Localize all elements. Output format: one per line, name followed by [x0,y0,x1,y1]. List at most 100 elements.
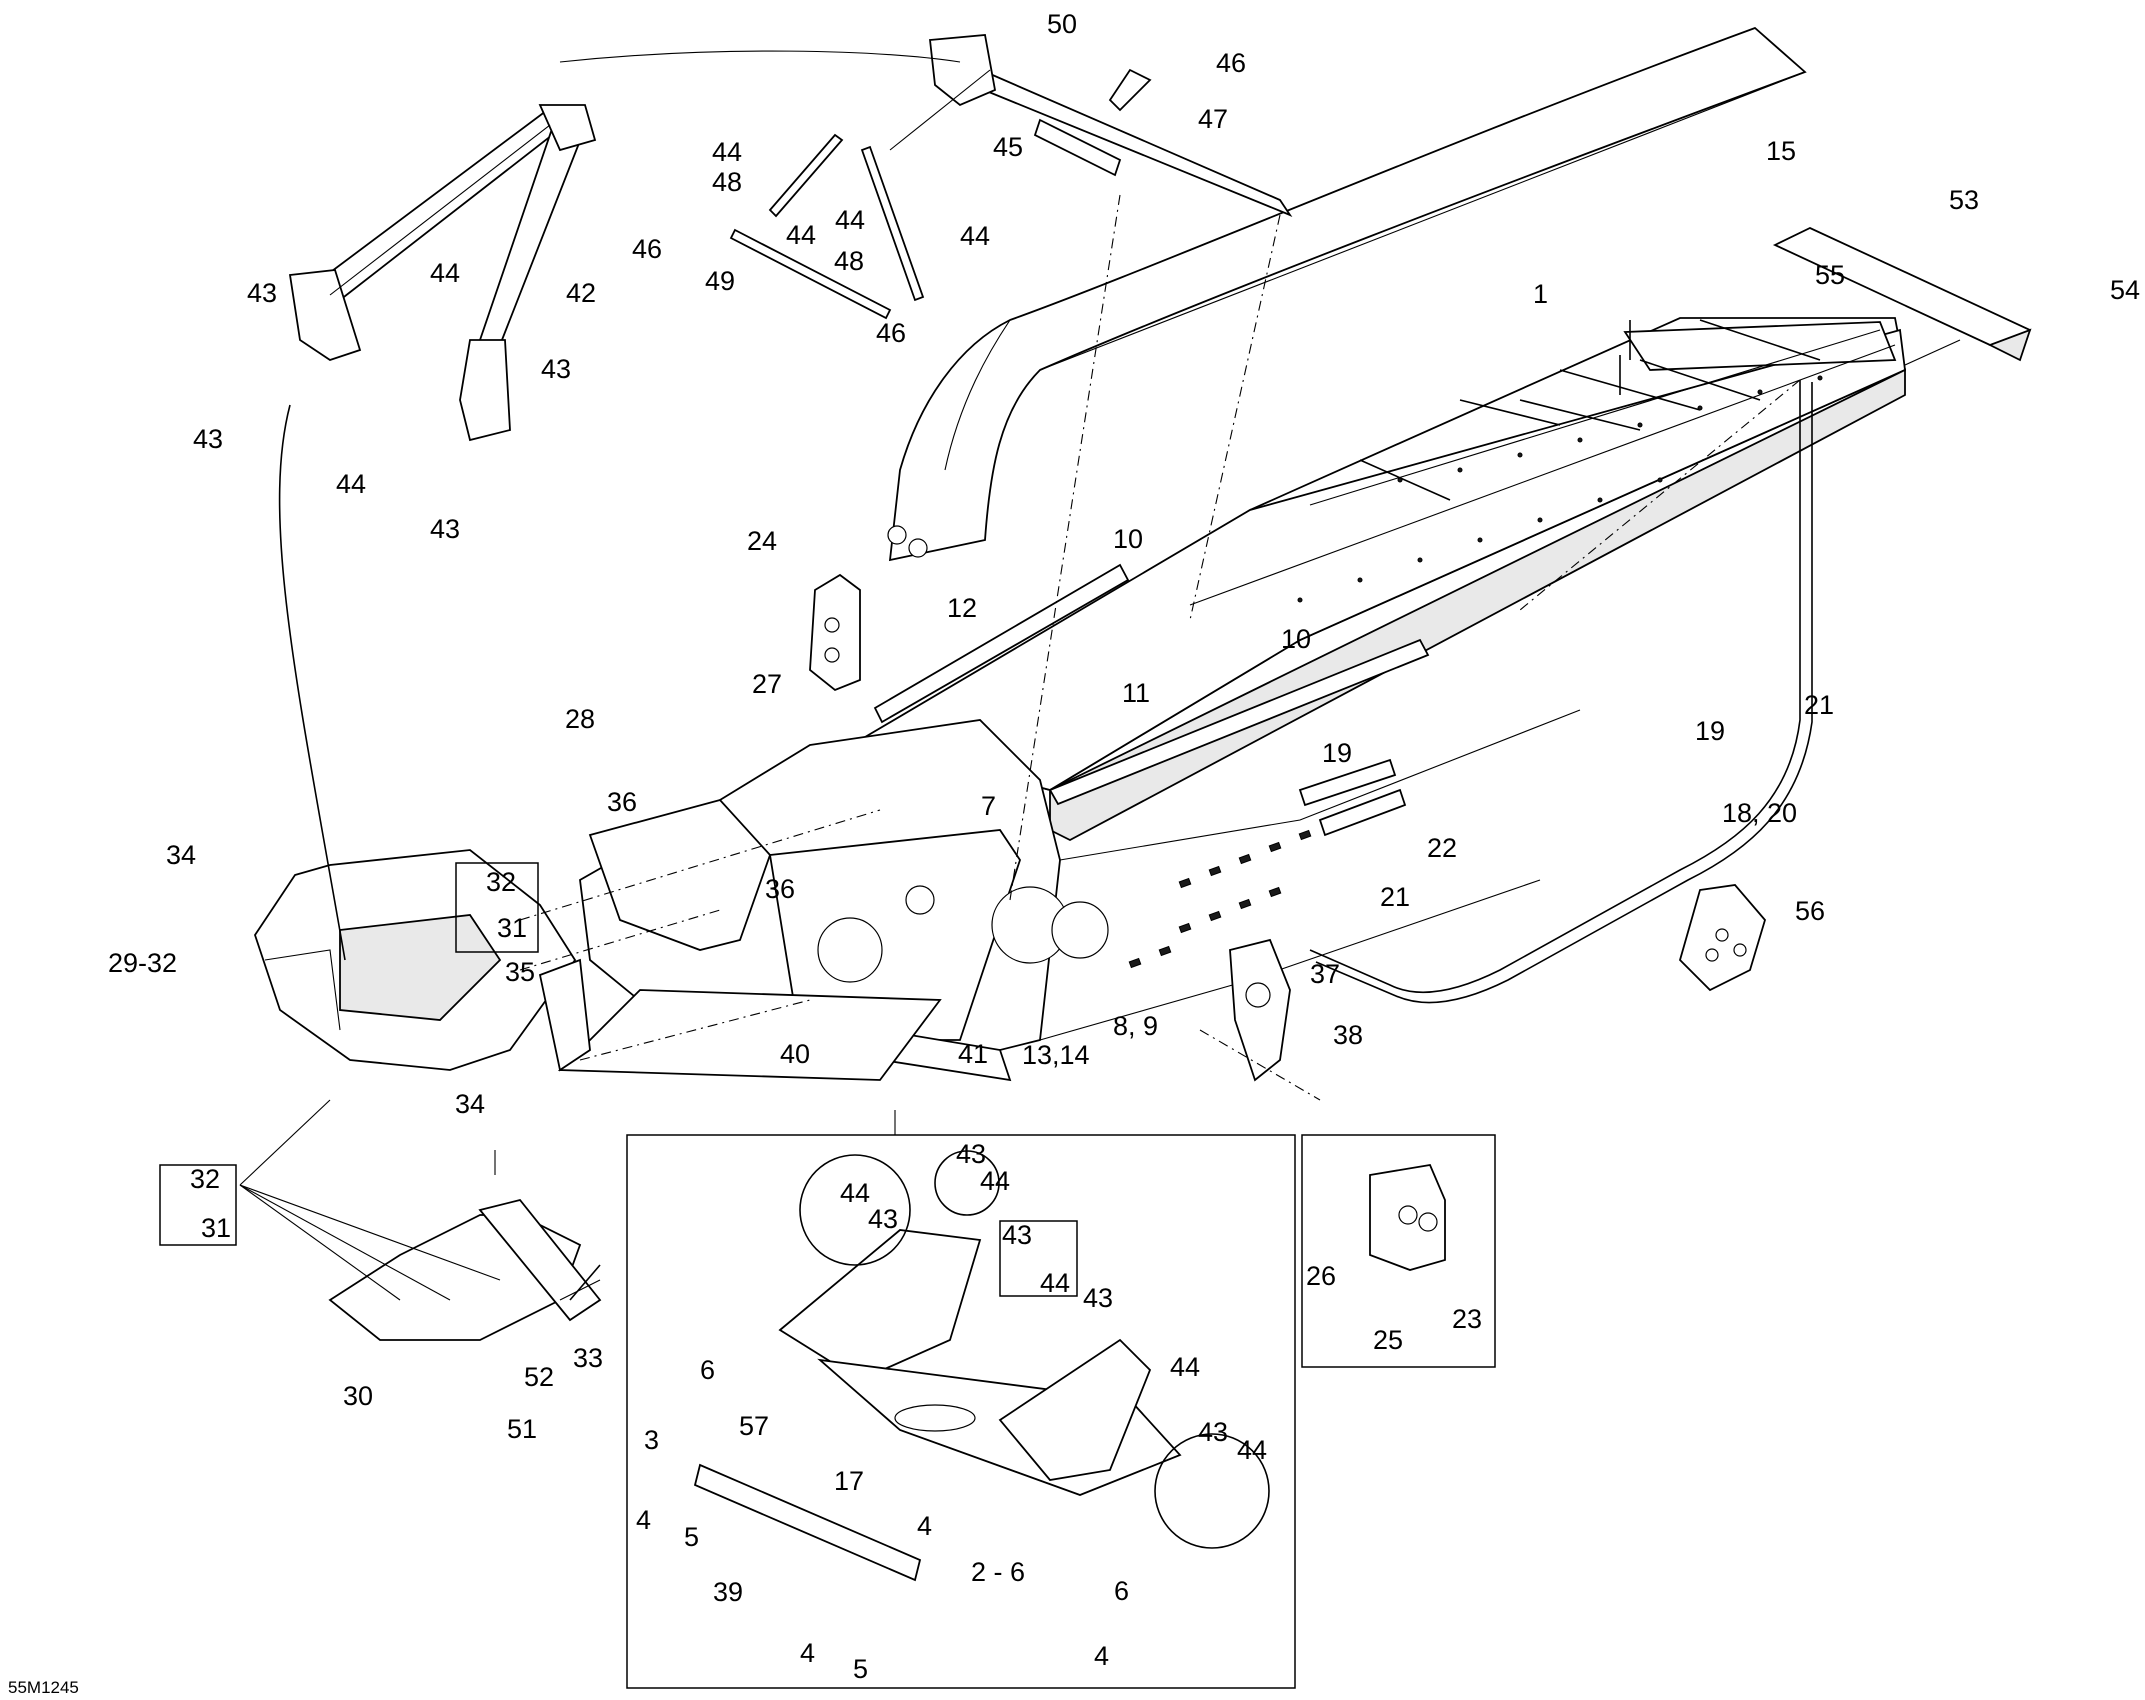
callout-44: 44 [1170,1352,1200,1382]
steering-support-part-42 [288,104,597,442]
callout-44: 44 [960,221,990,251]
callout-50: 50 [1047,9,1077,39]
callout-4: 4 [800,1638,815,1668]
front-frame-bulkhead [557,709,1581,1082]
upper-column-part-45 [929,34,1293,217]
callout-55: 55 [1815,260,1845,290]
callout-6: 6 [1114,1576,1129,1606]
callout-28: 28 [565,704,595,734]
callout-13-14: 13,14 [1022,1040,1090,1070]
callout-10: 10 [1281,624,1311,654]
callout-10: 10 [1113,524,1143,554]
callout-24: 24 [747,526,777,556]
callout-43: 43 [247,278,277,308]
callout-4: 4 [917,1511,932,1541]
callout-54: 54 [2110,275,2140,305]
fastener-box-32-31-a [455,862,539,953]
callout-41: 41 [958,1039,988,1069]
fastener-box-32-31-b [159,1164,237,1246]
callout-47: 47 [1198,104,1228,134]
callout-48: 48 [834,246,864,276]
callout-12: 12 [947,593,977,623]
callout-43: 43 [1083,1283,1113,1313]
callout-44: 44 [712,137,742,167]
tunnel-cover-part-15 [887,26,1807,562]
callout-32: 32 [486,867,516,897]
tie-rods-part-48-49 [729,69,991,320]
bracket-part-37 [1229,938,1291,1082]
callout-44: 44 [786,220,816,250]
callout-27: 27 [752,669,782,699]
callout-45: 45 [993,132,1023,162]
callout-44: 44 [430,258,460,288]
callout-21: 21 [1380,882,1410,912]
callout-38: 38 [1333,1020,1363,1050]
callout-43: 43 [1198,1417,1228,1447]
nose-pan-part-29-32 [254,849,591,1072]
callout-32: 32 [190,1164,220,1194]
callout-46: 46 [876,318,906,348]
callout-43: 43 [956,1139,986,1169]
callout-43: 43 [430,514,460,544]
drawing-code: 55M1245 [8,1678,79,1697]
callout-44: 44 [336,469,366,499]
callout-22: 22 [1427,833,1457,863]
callout-19: 19 [1695,716,1725,746]
leader-lines [239,50,1961,1301]
callout-43: 43 [868,1204,898,1234]
callout-19: 19 [1322,738,1352,768]
detail-box-2-6 [626,1134,1296,1689]
callout-labels: 50 46 47 15 44 48 45 44 44 46 48 44 49 4… [108,9,2140,1684]
rear-bracket-part-53 [1772,227,2032,362]
callout-23: 23 [1452,1304,1482,1334]
detail-box-23-26 [1301,1134,1496,1368]
callout-36: 36 [765,874,795,904]
callout-44: 44 [1040,1268,1070,1298]
callout-5: 5 [684,1522,699,1552]
callout-31: 31 [497,913,527,943]
fastener-box-43-44 [999,1220,1078,1297]
callout-51: 51 [507,1414,537,1444]
callout-36: 36 [607,787,637,817]
callout-33: 33 [573,1343,603,1373]
side-rail-holes [1128,829,1312,969]
callout-35: 35 [505,957,535,987]
callout-43: 43 [1002,1220,1032,1250]
callout-34: 34 [166,840,196,870]
callout-18-20: 18, 20 [1722,798,1797,828]
callout-39: 39 [713,1577,743,1607]
callout-53: 53 [1949,185,1979,215]
callout-46: 46 [1216,48,1246,78]
callout-17: 17 [834,1466,864,1496]
fastener-circle-group-1 [799,1150,1270,1549]
callout-52: 52 [524,1362,554,1392]
callout-37: 37 [1310,959,1340,989]
callout-29-32: 29-32 [108,948,177,978]
callout-48: 48 [712,167,742,197]
callout-42: 42 [566,278,596,308]
callout-11: 11 [1122,678,1150,708]
callout-34: 34 [455,1089,485,1119]
callout-56: 56 [1795,896,1825,926]
callout-25: 25 [1373,1325,1403,1355]
bracket-part-56 [1678,884,1767,992]
callout-6: 6 [700,1355,715,1385]
callout-49: 49 [705,266,735,296]
callout-43: 43 [193,424,223,454]
callout-43: 43 [541,354,571,384]
callout-44: 44 [980,1166,1010,1196]
callout-21: 21 [1804,690,1834,720]
callout-3: 3 [644,1425,659,1455]
callout-26: 26 [1306,1261,1336,1291]
callout-1: 1 [1533,279,1548,309]
rear-bumper-part-18-20 [1309,380,1813,1004]
callout-4: 4 [1094,1641,1109,1671]
callout-46: 46 [632,234,662,264]
belly-pan-part-30 [328,1198,602,1341]
callout-4: 4 [636,1505,651,1535]
main-tunnel-part-1 [857,317,1907,842]
callout-40: 40 [780,1039,810,1069]
callout-7: 7 [981,791,996,821]
bracket-part-24 [809,573,861,692]
